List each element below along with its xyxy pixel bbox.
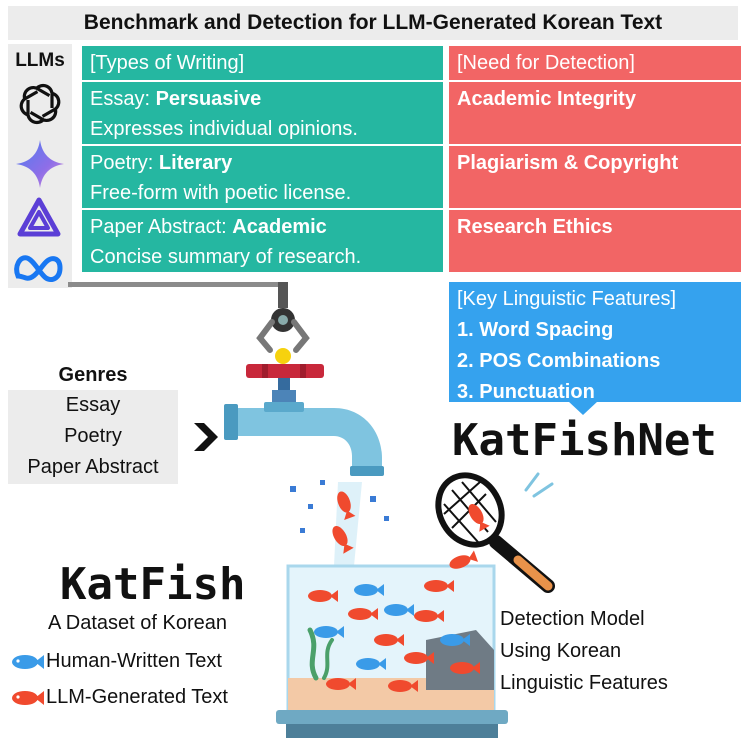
need-academic-integrity: Academic Integrity xyxy=(449,82,741,144)
llm-fish-icon xyxy=(12,691,44,705)
paper-abstract-emphasis: Academic xyxy=(232,216,327,238)
claw-right-arm xyxy=(291,319,310,353)
genres-box xyxy=(8,390,178,484)
detection-model-line-3: Linguistic Features xyxy=(500,672,668,694)
writing-type-essay: Essay: Persuasive Expresses individual o… xyxy=(82,82,443,144)
faucet-mouth xyxy=(350,466,384,476)
genre-poetry: Poetry xyxy=(64,425,122,447)
katfishnet-title: KatFishNet xyxy=(452,415,717,466)
valve-handle xyxy=(246,364,324,378)
water-stream xyxy=(290,480,389,566)
genres-label: Genres xyxy=(58,364,128,386)
need-plagiarism-copyright: Plagiarism & Copyright xyxy=(449,146,741,208)
writing-type-poetry: Poetry: Literary Free-form with poetic l… xyxy=(82,146,443,208)
fish-tank xyxy=(276,564,508,738)
genre-essay: Essay xyxy=(65,394,121,416)
net-handle xyxy=(513,555,553,591)
claw-left-arm xyxy=(256,319,275,353)
page-title: Benchmark and Detection for LLM-Generate… xyxy=(8,6,738,40)
seaweed xyxy=(307,627,319,681)
detection-model-line-1: Detection Model xyxy=(500,608,645,630)
tank-stand xyxy=(276,710,508,724)
llms-label: LLMs xyxy=(15,50,65,71)
chevron-right-icon xyxy=(194,423,218,451)
types-of-writing-header: [Types of Writing] xyxy=(82,46,443,80)
human-fish-icon xyxy=(12,655,44,669)
detection-model-line-2: Using Korean xyxy=(500,640,622,662)
claw-cable xyxy=(278,282,288,308)
legend-human-written: Human-Written Text xyxy=(46,650,222,672)
valve-stem xyxy=(272,390,296,402)
connector-line xyxy=(68,282,282,287)
genre-paper-abstract: Paper Abstract xyxy=(27,456,159,478)
writing-type-paper-abstract: Paper Abstract: Academic Concise summary… xyxy=(82,210,443,272)
faucet-illustration xyxy=(224,282,384,476)
feature-pos-combinations: 2. POS Combinations xyxy=(457,350,661,372)
feature-word-spacing: 1. Word Spacing xyxy=(457,319,614,341)
falling-fish-1 xyxy=(337,491,356,521)
feature-punctuation: 3. Punctuation xyxy=(457,381,595,403)
key-features-box: [Key Linguistic Features] 1. Word Spacin… xyxy=(449,282,741,403)
paper-abstract-desc: Concise summary of research. xyxy=(90,246,362,268)
fishing-net-icon xyxy=(435,472,555,593)
faucet-spout xyxy=(228,408,382,468)
key-features-pointer xyxy=(568,401,598,415)
need-research-ethics: Research Ethics xyxy=(449,210,741,272)
faucet-base xyxy=(224,404,238,440)
need-for-detection-header: [Need for Detection] xyxy=(449,46,741,80)
katfish-title: KatFish xyxy=(60,559,246,610)
faucet-knob-top xyxy=(275,348,291,364)
openai-logo-icon xyxy=(19,83,61,125)
poetry-desc: Free-form with poetic license. xyxy=(90,182,352,204)
poetry-emphasis: Literary xyxy=(158,152,233,174)
qwen-logo-icon xyxy=(17,197,61,237)
tank-rock xyxy=(426,630,494,690)
katfish-subtitle: A Dataset of Korean xyxy=(48,612,228,634)
essay-emphasis: Persuasive xyxy=(155,88,262,110)
essay-desc: Expresses individual opinions. xyxy=(90,118,358,140)
falling-fish-2 xyxy=(332,526,354,554)
gemini-sparkle-icon xyxy=(16,140,64,188)
key-features-header: [Key Linguistic Features] xyxy=(457,288,676,310)
legend-llm-generated: LLM-Generated Text xyxy=(46,686,228,708)
meta-logo-icon xyxy=(14,255,63,283)
